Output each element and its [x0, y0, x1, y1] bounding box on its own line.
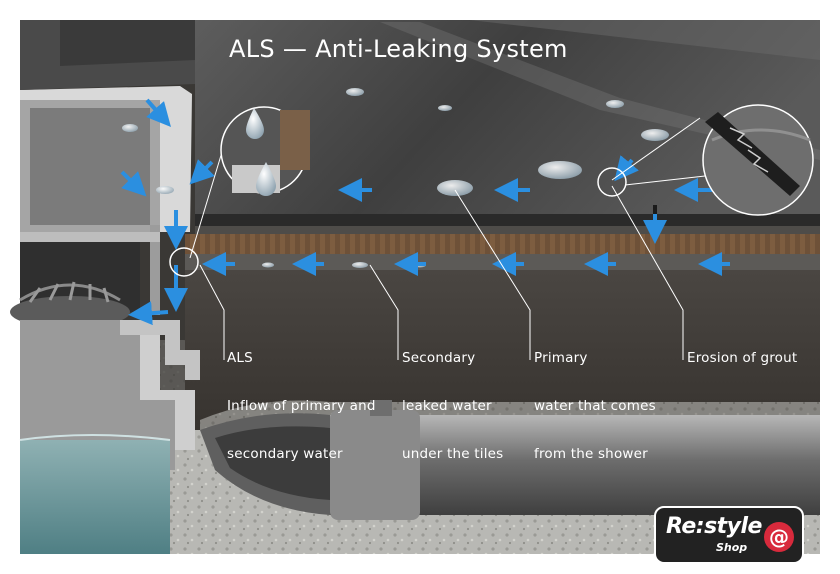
- zoom-circle-erosion: [702, 104, 814, 216]
- callout-primary-line1: Primary: [534, 350, 588, 366]
- callout-erosion-line1: Erosion of grout: [687, 350, 798, 366]
- callout-secondary-line2: leaked water: [402, 398, 492, 414]
- callout-als-line1: ALS: [227, 350, 253, 366]
- diagram-title: ALS — Anti-Leaking System: [229, 35, 568, 63]
- callout-secondary-line1: Secondary: [402, 350, 476, 366]
- flow-arrows: [120, 98, 730, 326]
- callout-als: ALS Inflow of primary and secondary wate…: [227, 318, 376, 494]
- callout-primary-line3: from the shower: [534, 446, 648, 462]
- callout-primary-water: Primary water that comes from the shower: [534, 318, 656, 494]
- zoom-circle-droplets: [220, 106, 310, 196]
- callout-secondary-line3: under the tiles: [402, 446, 504, 462]
- callout-als-line2: Inflow of primary and: [227, 398, 376, 414]
- restyle-shop-logo: Re:style Shop @: [654, 506, 804, 564]
- logo-sub-text: Shop: [716, 541, 748, 554]
- callout-als-line3: secondary water: [227, 446, 343, 462]
- callout-erosion-of-grout: Erosion of grout: [687, 318, 797, 398]
- callout-primary-line2: water that comes: [534, 398, 656, 414]
- callout-secondary-water: Secondary leaked water under the tiles: [402, 318, 503, 494]
- logo-at-icon: @: [764, 522, 794, 552]
- logo-brand-text: Re:style: [666, 514, 762, 539]
